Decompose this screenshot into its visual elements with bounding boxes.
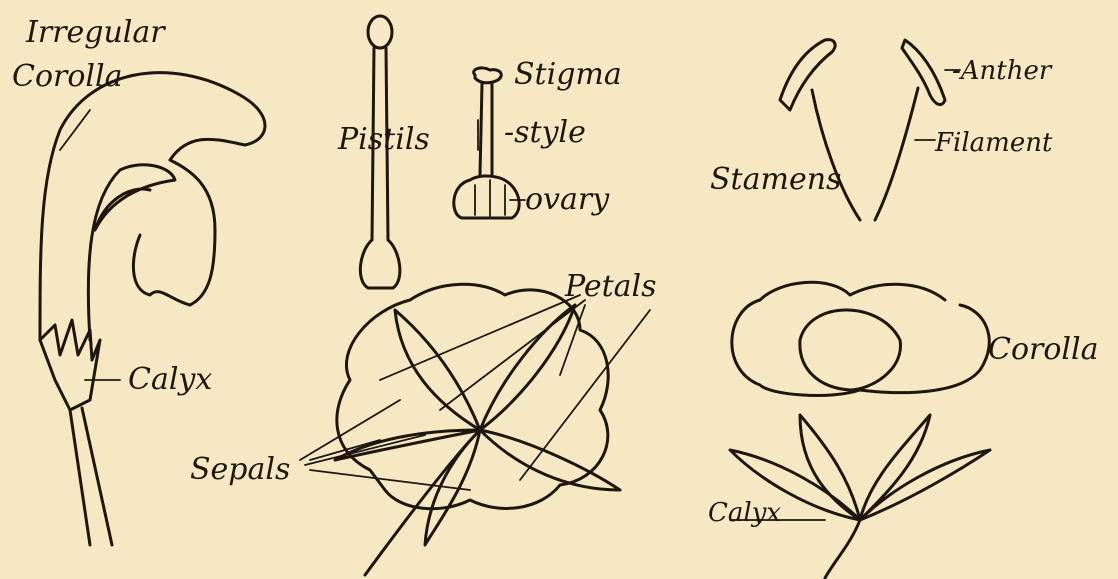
label-sepals: Sepals [190, 455, 290, 485]
label-stigma: Stigma [514, 60, 622, 90]
label-filament: Filament [935, 130, 1052, 156]
label-ovary: ovary [525, 185, 609, 215]
label-style: -style [504, 118, 586, 148]
label-petals: Petals [565, 272, 657, 302]
label-calyx-right: Calyx [708, 500, 781, 526]
label-pistils: Pistils [338, 125, 430, 155]
label-anther: -Anther [952, 58, 1051, 84]
label-irregular: Irregular [26, 18, 165, 48]
label-stamens: Stamens [710, 165, 841, 195]
label-corolla-right: Corolla [988, 335, 1099, 365]
label-calyx-left: Calyx [128, 365, 212, 395]
label-corolla-left: Corolla [12, 62, 123, 92]
corolla-calyx-drawing [730, 282, 990, 578]
regular-flower-drawing [300, 284, 650, 575]
